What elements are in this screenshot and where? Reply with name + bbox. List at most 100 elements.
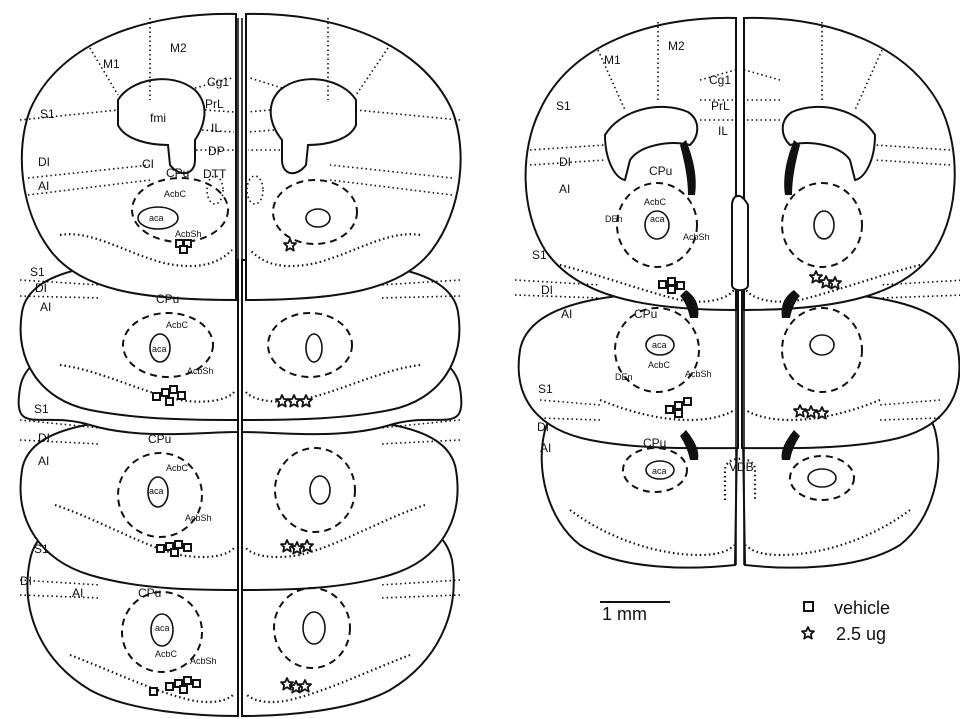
label-M2: M2 bbox=[170, 41, 187, 55]
label-aca: aca bbox=[149, 213, 164, 223]
label-S1: S1 bbox=[30, 265, 45, 279]
label-DI: DI bbox=[20, 574, 32, 588]
label-CI: CI bbox=[142, 157, 154, 171]
star-marker-icon bbox=[802, 627, 814, 639]
label-S1: S1 bbox=[40, 107, 55, 121]
label-DI: DI bbox=[537, 420, 549, 434]
label-AI: AI bbox=[559, 182, 570, 196]
label-AcbC: AcbC bbox=[166, 463, 189, 473]
label-M2: M2 bbox=[668, 39, 685, 53]
vehicle-marker bbox=[175, 541, 182, 548]
label-AcbC: AcbC bbox=[648, 360, 671, 370]
label-AcbSh: AcbSh bbox=[683, 232, 710, 242]
label-AcbSh: AcbSh bbox=[685, 369, 712, 379]
label-DP: DP bbox=[208, 144, 225, 158]
vehicle-marker bbox=[166, 683, 173, 690]
label-IL: IL bbox=[211, 121, 221, 135]
vehicle-marker bbox=[675, 402, 682, 409]
label-DEn: DEn bbox=[615, 372, 633, 382]
vehicle-marker bbox=[675, 410, 682, 417]
vehicle-marker bbox=[184, 677, 191, 684]
label-AcbSh: AcbSh bbox=[190, 656, 217, 666]
label-Cg1: Cg1 bbox=[207, 75, 229, 89]
vehicle-marker bbox=[666, 406, 673, 413]
label-PrL: PrL bbox=[711, 99, 730, 113]
label-CPu: CPu bbox=[649, 164, 672, 178]
vehicle-marker bbox=[153, 393, 160, 400]
label-IL: IL bbox=[718, 124, 728, 138]
label-fmi: fmi bbox=[150, 111, 166, 125]
label-AcbC: AcbC bbox=[164, 189, 187, 199]
vehicle-marker bbox=[180, 246, 187, 253]
label-S1: S1 bbox=[532, 248, 547, 262]
legend: vehicle 2.5 ug bbox=[802, 598, 890, 644]
label-S1: S1 bbox=[34, 402, 49, 416]
legend-item-vehicle: vehicle bbox=[804, 598, 890, 618]
label-CPu: CPu bbox=[643, 436, 666, 450]
label-DI: DI bbox=[559, 155, 571, 169]
label-S1: S1 bbox=[34, 542, 49, 556]
vehicle-marker bbox=[193, 680, 200, 687]
label-AcbC: AcbC bbox=[155, 649, 178, 659]
label-AI: AI bbox=[561, 307, 572, 321]
label-VDB: VDB bbox=[729, 460, 754, 474]
label-DI: DI bbox=[35, 281, 47, 295]
vehicle-marker bbox=[677, 282, 684, 289]
vehicle-marker bbox=[668, 286, 675, 293]
vehicle-marker bbox=[180, 686, 187, 693]
vehicle-marker bbox=[157, 545, 164, 552]
vehicle-marker bbox=[668, 278, 675, 285]
label-M1: M1 bbox=[604, 53, 621, 67]
label-AcbC: AcbC bbox=[166, 320, 189, 330]
scale-bar: 1 mm bbox=[600, 602, 670, 624]
label-AcbC: AcbC bbox=[644, 197, 667, 207]
square-marker-icon bbox=[804, 602, 813, 611]
label-DEn: DEn bbox=[605, 214, 623, 224]
left-section-1 bbox=[20, 14, 461, 300]
label-AcbSh: AcbSh bbox=[175, 229, 202, 239]
vehicle-marker bbox=[684, 398, 691, 405]
vehicle-marker bbox=[659, 281, 666, 288]
label-S1: S1 bbox=[556, 99, 571, 113]
legend-label-drug: 2.5 ug bbox=[836, 624, 886, 644]
label-CPu: CPu bbox=[634, 307, 657, 321]
label-DI: DI bbox=[38, 155, 50, 169]
vehicle-marker bbox=[178, 392, 185, 399]
label-aca: aca bbox=[149, 486, 164, 496]
right-section-stack: M1 M2 Cg1 PrL IL S1 DI AI CPu AcbC DEn a… bbox=[515, 18, 960, 568]
label-DI: DI bbox=[541, 283, 553, 297]
label-CPu: CPu bbox=[138, 586, 161, 600]
label-M1: M1 bbox=[103, 57, 120, 71]
label-aca: aca bbox=[155, 623, 170, 633]
vehicle-marker bbox=[166, 398, 173, 405]
label-aca: aca bbox=[652, 466, 667, 476]
right-section-2 bbox=[519, 292, 960, 448]
label-aca: aca bbox=[152, 344, 167, 354]
label-DI: DI bbox=[38, 431, 50, 445]
label-AcbSh: AcbSh bbox=[185, 513, 212, 523]
label-Cg1: Cg1 bbox=[709, 73, 731, 87]
vehicle-marker bbox=[171, 549, 178, 556]
label-aca: aca bbox=[650, 214, 665, 224]
label-CPu: CPu bbox=[166, 166, 189, 180]
label-CPu: CPu bbox=[148, 432, 171, 446]
label-AI: AI bbox=[540, 441, 551, 455]
left-section-stack: M1 M2 Cg1 PrL IL fmi S1 CI DP CPu DTT DI… bbox=[19, 14, 462, 716]
left-section-2 bbox=[21, 260, 460, 420]
legend-label-vehicle: vehicle bbox=[834, 598, 890, 618]
label-DTT: DTT bbox=[203, 167, 227, 181]
vehicle-marker bbox=[170, 386, 177, 393]
label-S1: S1 bbox=[538, 382, 553, 396]
label-AI: AI bbox=[72, 586, 83, 600]
vehicle-marker bbox=[184, 544, 191, 551]
legend-item-drug: 2.5 ug bbox=[802, 624, 886, 644]
label-PrL: PrL bbox=[205, 97, 224, 111]
label-aca: aca bbox=[652, 340, 667, 350]
label-CPu: CPu bbox=[156, 292, 179, 306]
label-AcbSh: AcbSh bbox=[187, 366, 214, 376]
vehicle-marker bbox=[150, 688, 157, 695]
label-AI: AI bbox=[38, 454, 49, 468]
label-AI: AI bbox=[40, 300, 51, 314]
vehicle-marker bbox=[162, 389, 169, 396]
